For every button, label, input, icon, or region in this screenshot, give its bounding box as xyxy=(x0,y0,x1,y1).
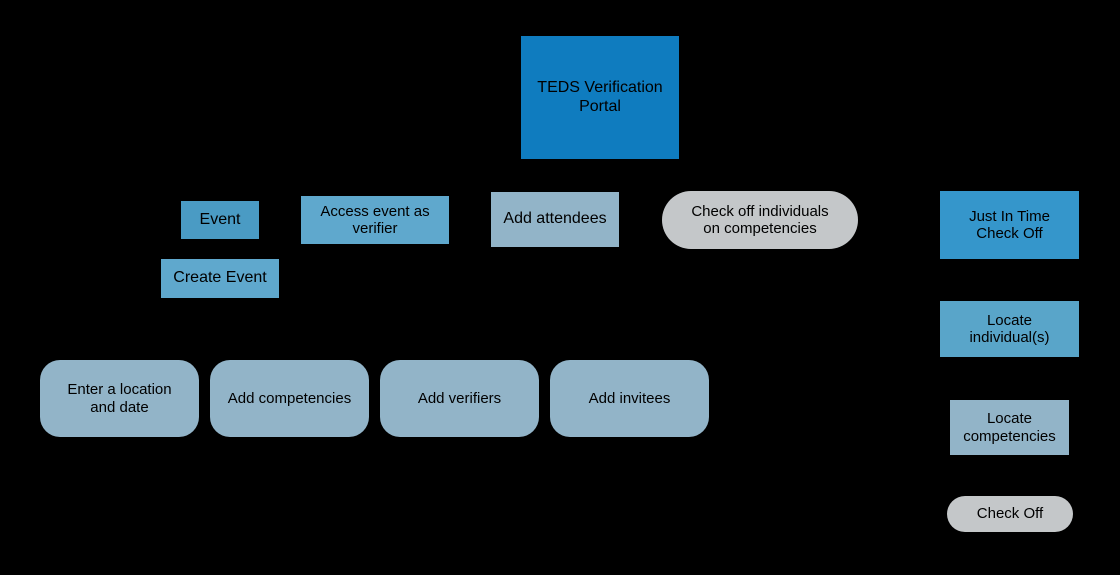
node-label: Check Off xyxy=(976,505,1044,523)
node-add-attendees[interactable]: Add attendees xyxy=(491,192,619,247)
node-label: Add invitees xyxy=(588,389,671,407)
node-label: Add attendees xyxy=(503,210,607,228)
node-label: Access event as verifier xyxy=(320,202,430,237)
node-add-invitees[interactable]: Add invitees xyxy=(550,360,709,437)
node-label: Locate individual(s) xyxy=(969,311,1050,346)
node-label: Add verifiers xyxy=(417,389,502,407)
node-label: Enter a location and date xyxy=(67,381,172,416)
node-check-off[interactable]: Check Off xyxy=(947,496,1073,532)
node-label: Create Event xyxy=(173,269,267,287)
node-locate-competencies[interactable]: Locate competencies xyxy=(950,400,1069,455)
node-label: Event xyxy=(199,210,241,228)
node-just-in-time-check-off[interactable]: Just In Time Check Off xyxy=(940,191,1079,259)
node-label: TEDS Verification Portal xyxy=(537,78,663,115)
node-locate-individuals[interactable]: Locate individual(s) xyxy=(940,301,1079,357)
node-label: Locate competencies xyxy=(963,410,1056,445)
node-event[interactable]: Event xyxy=(181,201,259,239)
node-add-verifiers[interactable]: Add verifiers xyxy=(380,360,539,437)
node-check-off-individuals-on-competencies[interactable]: Check off individuals on competencies xyxy=(662,191,858,249)
node-access-event-as-verifier[interactable]: Access event as verifier xyxy=(301,196,449,244)
node-enter-a-location-and-date[interactable]: Enter a location and date xyxy=(40,360,199,437)
node-label: Check off individuals on competencies xyxy=(691,202,829,237)
node-create-event[interactable]: Create Event xyxy=(161,259,279,298)
node-teds-verification-portal[interactable]: TEDS Verification Portal xyxy=(521,36,679,159)
node-label: Just In Time Check Off xyxy=(969,207,1050,242)
node-label: Add competencies xyxy=(227,389,352,407)
node-add-competencies[interactable]: Add competencies xyxy=(210,360,369,437)
